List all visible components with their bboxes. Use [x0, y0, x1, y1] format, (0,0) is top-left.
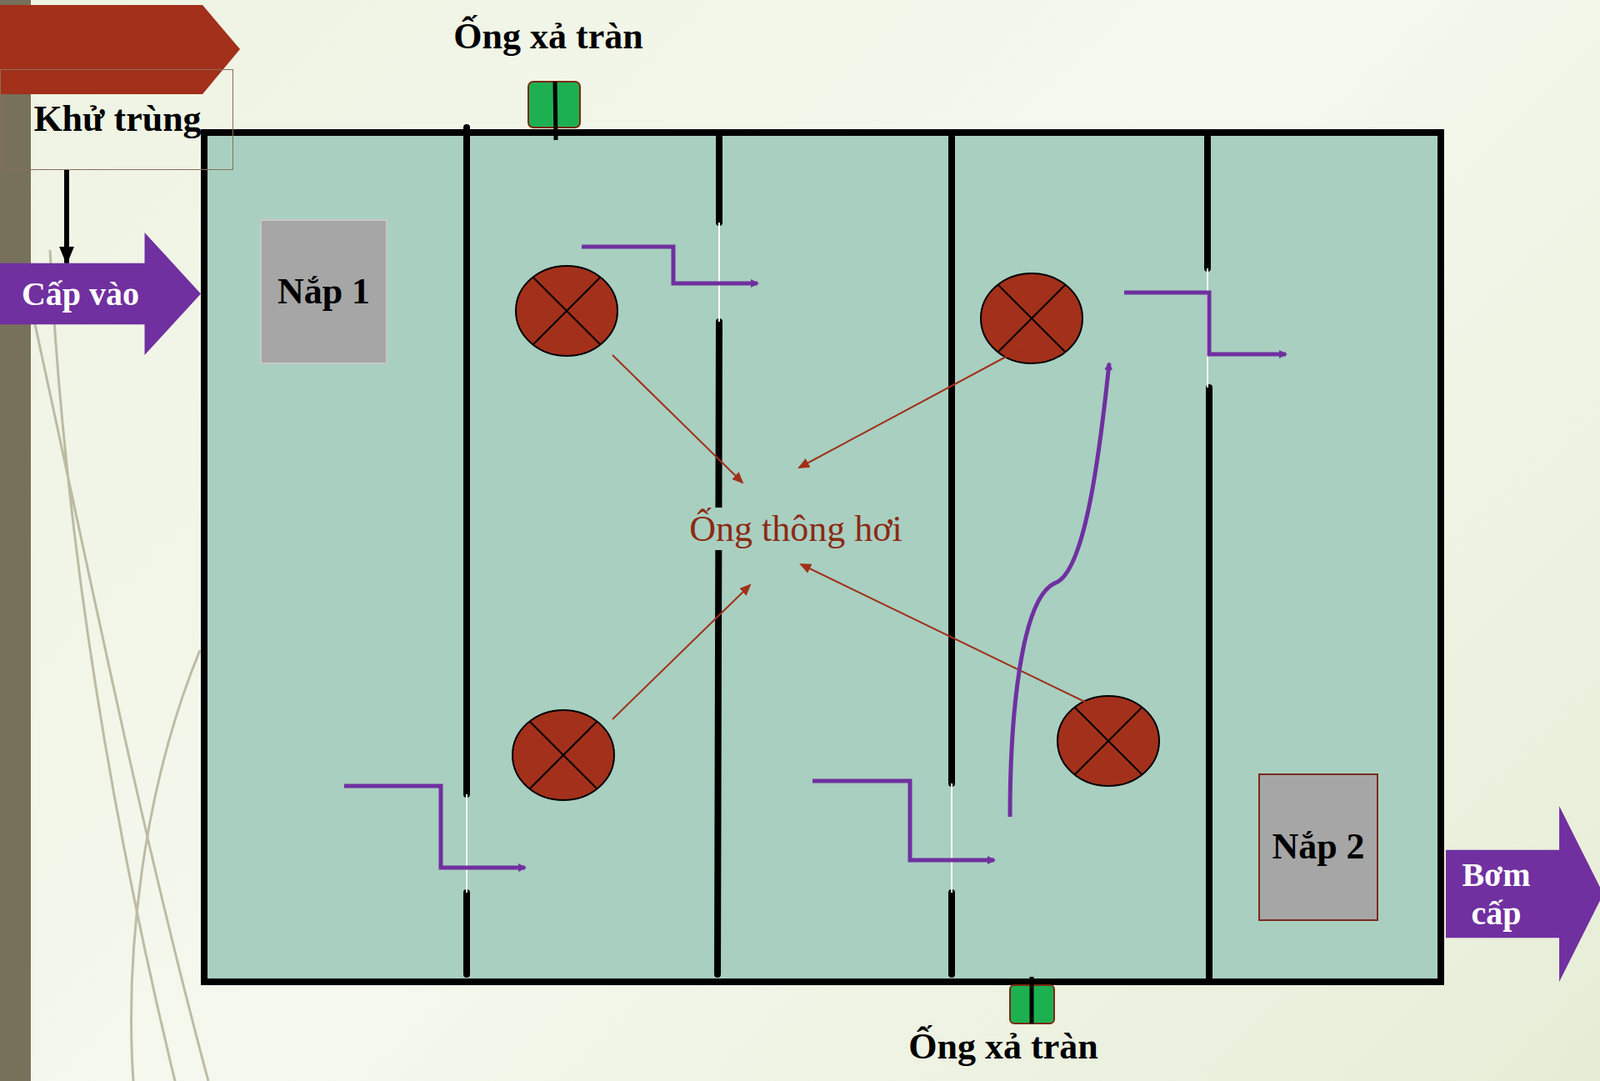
banner [0, 5, 240, 95]
node-text: Nắp 1 [277, 270, 370, 314]
vent-label: Ống thông hơi [684, 507, 908, 550]
node-text: Bơm cấp [1449, 855, 1544, 933]
overflow-pipe [528, 81, 1055, 1024]
overflow-label: Ống xả tràn [903, 1025, 1103, 1068]
node-text: Cấp vào [21, 275, 140, 314]
pump-arrow: Bơm cấp [1445, 805, 1600, 982]
inlet-arrow: Cấp vào [0, 232, 201, 355]
node-text: Khử trùng [33, 98, 201, 141]
process-box: Khử trùng [0, 69, 234, 170]
baffle-walls [466, 127, 1210, 982]
left-bar [0, 0, 31, 1081]
decor-curves [33, 250, 209, 1081]
vent-symbol [512, 265, 1160, 800]
hatch-box: Nắp 2 [1258, 773, 1379, 921]
hatch-box: Nắp 1 [260, 219, 388, 365]
flow-arrow [344, 246, 1286, 868]
flow-connector [64, 170, 70, 264]
arrow-shape [1445, 805, 1600, 982]
node-text: Nắp 2 [1271, 825, 1365, 869]
gap-lines [466, 222, 1208, 893]
overflow-label: Ống xả tràn [448, 15, 648, 58]
tank [204, 132, 1441, 982]
